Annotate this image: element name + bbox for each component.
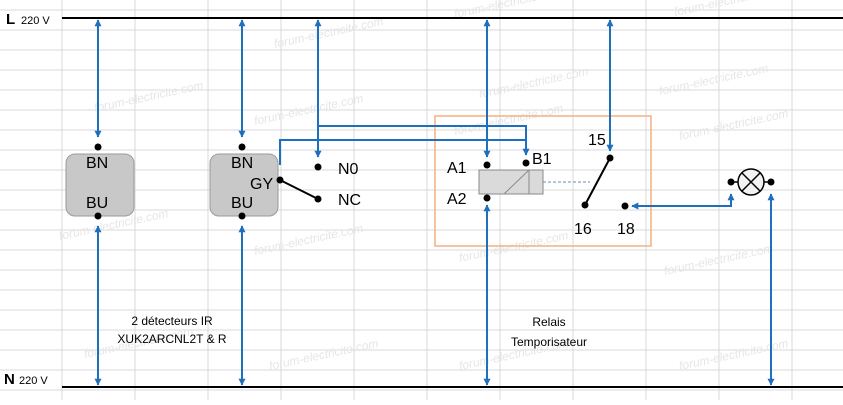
terminal-dot-a2 [483, 194, 491, 202]
watermark-text: forum-electricite.com [678, 336, 790, 373]
detector2-gy-label: GY [250, 176, 273, 193]
detectors-caption-line1: 2 détecteurs IR [131, 314, 213, 328]
detector2-bu-label: BU [231, 195, 253, 212]
relay-15-label: 15 [588, 132, 606, 149]
watermark-text: forum-electricite.com [268, 336, 380, 373]
relay-frame [434, 115, 652, 247]
terminal-dot-15 [606, 154, 614, 162]
neutral-rail-letter: N [4, 371, 15, 388]
terminal-dot-a1 [483, 161, 491, 169]
watermark-text: forum-electricite.com [253, 221, 365, 258]
nc-label: NC [338, 192, 361, 209]
watermark-text: forum-electricite.com [453, 101, 565, 138]
terminal-dot-16 [581, 201, 589, 209]
detector1-bu-label: BU [86, 195, 108, 212]
relay-18-label: 18 [617, 221, 635, 238]
wire-n0-to-b1 [318, 125, 530, 156]
relay-coil-tab [528, 169, 544, 195]
relay-output-contact [584, 157, 611, 206]
terminal-dot-d2-bn [238, 143, 246, 151]
n0-label: N0 [338, 161, 359, 178]
relay-coil-diagonal [503, 169, 530, 195]
live-rail-letter: L [6, 11, 15, 28]
detector2-changeover-contact [279, 179, 319, 200]
terminal-dot-d2-bu [238, 212, 246, 220]
terminal-dot-lamp-right [767, 178, 775, 186]
neutral-rail-voltage: 220 V [19, 375, 48, 387]
terminal-dot-gy [276, 176, 284, 184]
detectors-caption-line2: XUK2ARCNL2T & R [117, 332, 226, 346]
relay-caption-line2: Temporisateur [511, 335, 587, 349]
relay-coil [478, 169, 530, 195]
relay-caption-line1: Relais [532, 315, 565, 329]
terminal-dot-18 [621, 202, 629, 210]
detector1-bn-label: BN [86, 155, 108, 172]
terminal-dot-n0 [314, 163, 322, 171]
detector2-bn-label: BN [231, 155, 253, 172]
relay-b1-label: B1 [532, 151, 552, 168]
terminal-dot-b1 [522, 159, 530, 167]
watermark-text: forum-electricite.com [673, 0, 785, 19]
relay-a2-label: A2 [447, 191, 467, 208]
watermark-text: forum-electricite.com [678, 106, 790, 143]
terminal-dot-d1-bu [94, 212, 102, 220]
watermark-text: forum-electricite.com [658, 61, 770, 98]
wire-18-to-lamp [631, 193, 735, 210]
watermark-text: forum-electricite.com [273, 14, 385, 51]
live-rail-voltage: 220 V [21, 15, 50, 27]
watermark-text: forum-electricite.com [93, 78, 205, 115]
wire-gy-to-b1 [279, 139, 526, 165]
relay-16-label: 16 [574, 221, 592, 238]
terminal-dot-nc [314, 195, 322, 203]
lamp-icon [731, 168, 771, 196]
terminal-dot-d1-bn [94, 143, 102, 151]
relay-a1-label: A1 [447, 160, 467, 177]
terminal-dot-lamp-left [727, 178, 735, 186]
